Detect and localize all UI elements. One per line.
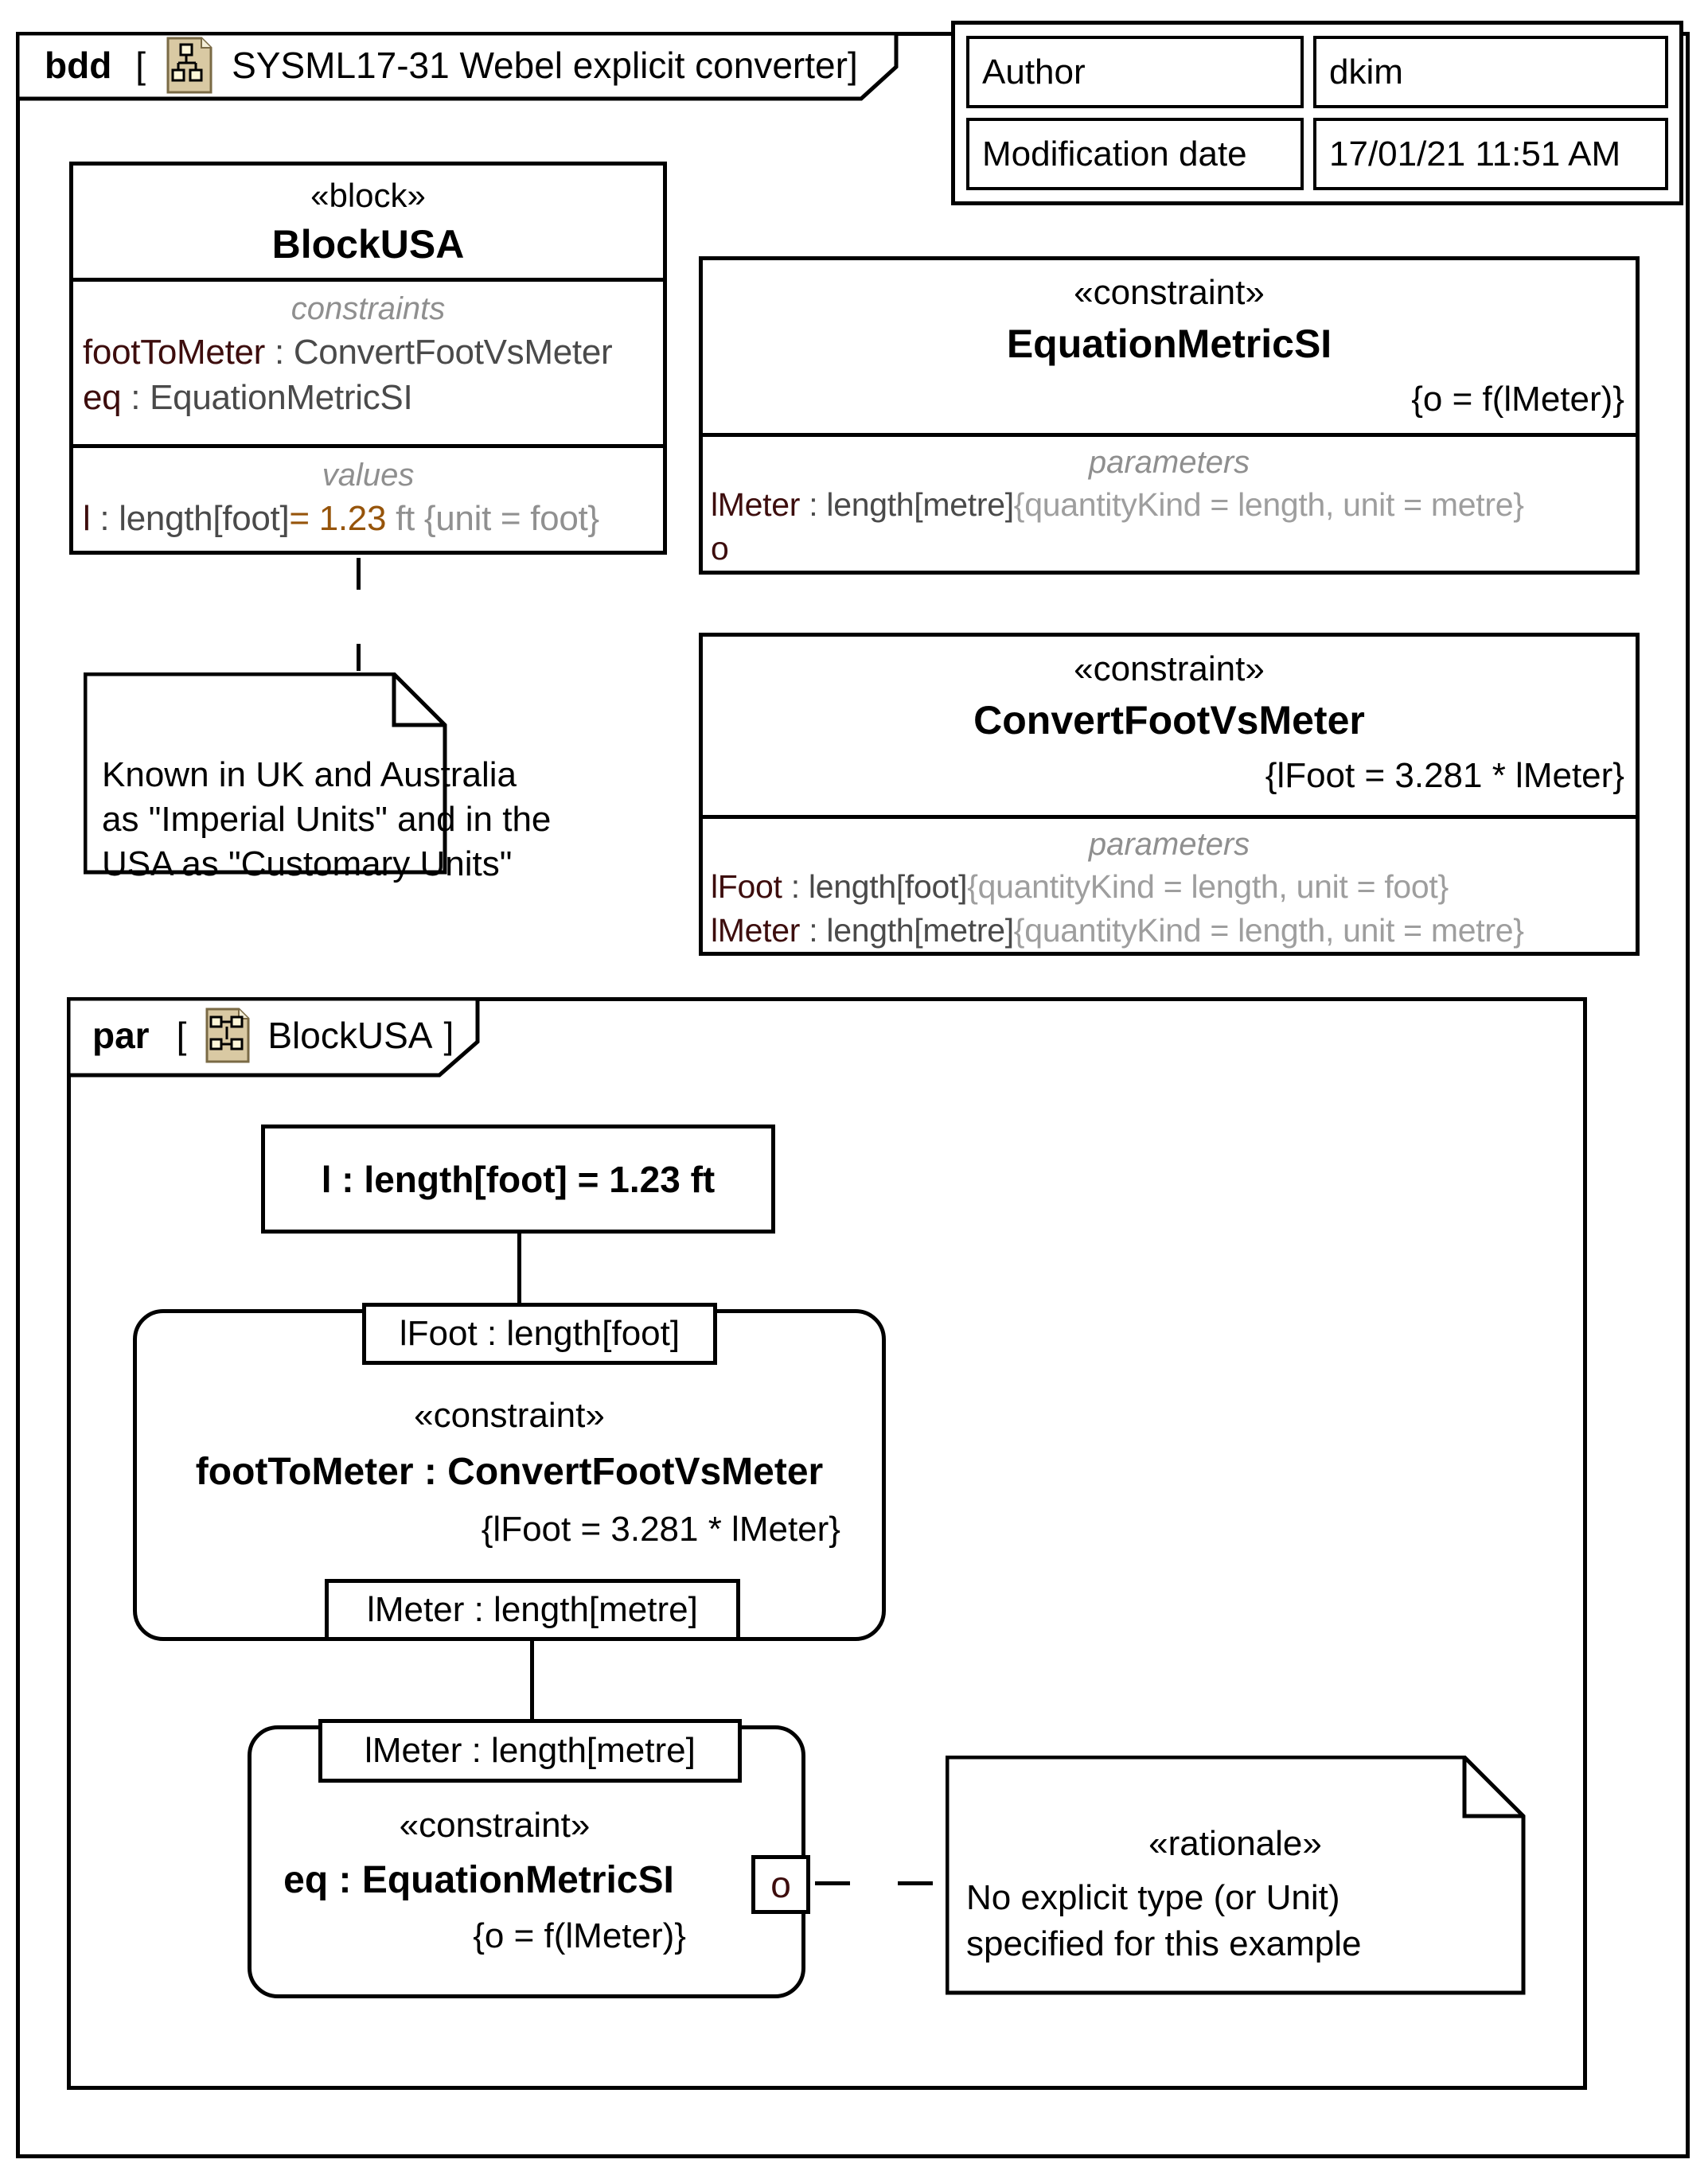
info-value-modification-date: 17/01/21 11:51 AM xyxy=(1313,118,1668,190)
eq-usage-expression: {o = f(lMeter)} xyxy=(473,1916,686,1955)
info-label-modification-date: Modification date xyxy=(966,118,1304,190)
par-diagram-icon xyxy=(205,1008,250,1063)
par-frame-tab xyxy=(67,997,480,1078)
block-usa[interactable]: «block» BlockUSA constraints footToMeter… xyxy=(69,162,667,555)
eq-usage-name: eq : EquationMetricSI xyxy=(283,1859,674,1901)
diagram-info-table[interactable]: Author dkim Modification date 17/01/21 1… xyxy=(951,21,1683,205)
info-value-author: dkim xyxy=(1313,36,1668,108)
foot-to-meter-expression: {lFoot = 3.281 * lMeter} xyxy=(481,1510,840,1549)
rationale-stereotype: «rationale» xyxy=(1148,1824,1322,1863)
block-usa-header: «block» BlockUSA xyxy=(73,166,663,278)
parameters-compartment-label: parameters xyxy=(1088,445,1250,480)
par-frame-close-bracket: ] xyxy=(443,1015,454,1056)
note-units-text: Known in UK and Australia as "Imperial U… xyxy=(102,755,552,883)
equation-metric-si-name: EquationMetricSI xyxy=(1006,322,1332,366)
bdd-frame-title: SYSML17-31 Webel explicit converter xyxy=(232,45,848,86)
equation-metric-si-parameters-compartment: parameters lMeter : length[metre]{quanti… xyxy=(703,433,1636,571)
bdd-frame-open-bracket: [ xyxy=(135,45,146,86)
parameter-lmeter: lMeter : length[metre]{quantityKind = le… xyxy=(711,486,1524,523)
value-property-l: l : length[foot]= 1.23 ft {unit = foot} xyxy=(83,499,599,538)
equation-metric-si-expression: {o = f(lMeter)} xyxy=(1411,380,1624,419)
block-usa-name: BlockUSA xyxy=(271,221,465,267)
constraint-property-foot-to-meter: footToMeter : ConvertFootVsMeter xyxy=(83,333,613,372)
bdd-diagram-icon xyxy=(166,37,213,94)
convert-foot-vs-meter-name: ConvertFootVsMeter xyxy=(973,698,1365,743)
foot-to-meter-name: footToMeter : ConvertFootVsMeter xyxy=(195,1451,824,1493)
par-frame-border xyxy=(67,997,1587,2090)
convert-foot-vs-meter-header: «constraint» ConvertFootVsMeter {lFoot =… xyxy=(703,637,1636,815)
block-usa-stereotype: «block» xyxy=(310,176,426,214)
constraint-parameter-pin-lmeter-out[interactable]: lMeter : length[metre] xyxy=(325,1579,740,1641)
equation-metric-si-stereotype: «constraint» xyxy=(1074,273,1265,312)
constraint-block-equation-metric-si[interactable]: «constraint» EquationMetricSI {o = f(lMe… xyxy=(699,256,1640,575)
eq-usage-stereotype: «constraint» xyxy=(399,1806,591,1845)
parameter-o: o xyxy=(711,530,729,567)
parameters-compartment-label: parameters xyxy=(1088,827,1250,862)
rationale-note-shape[interactable] xyxy=(946,1756,1527,1996)
bdd-frame-tab xyxy=(16,32,899,101)
constraint-parameter-port-o[interactable]: o xyxy=(751,1855,810,1914)
equation-metric-si-header: «constraint» EquationMetricSI {o = f(lMe… xyxy=(703,260,1636,433)
bdd-frame-header: bdd [ SYSML17-31 Webel explicit converte… xyxy=(16,32,858,99)
note-units-shape[interactable] xyxy=(84,672,448,875)
note-anchor-connector[interactable] xyxy=(357,558,361,671)
parameter-lmeter: lMeter : length[metre]{quantityKind = le… xyxy=(711,912,1524,949)
convert-foot-vs-meter-stereotype: «constraint» xyxy=(1074,649,1265,688)
convert-foot-vs-meter-parameters-compartment: parameters lFoot : length[foot]{quantity… xyxy=(703,815,1636,952)
par-frame-open-bracket: [ xyxy=(176,1015,187,1056)
binding-connector-l-to-lfoot[interactable] xyxy=(517,1234,521,1307)
rationale-anchor-connector[interactable] xyxy=(815,1881,946,1885)
par-frame-title: BlockUSA xyxy=(267,1015,433,1056)
bdd-frame-close-bracket: ] xyxy=(847,45,858,86)
par-value-box-l[interactable]: l : length[foot] = 1.23 ft xyxy=(261,1125,775,1234)
par-frame-kind: par xyxy=(92,1015,150,1056)
convert-foot-vs-meter-expression: {lFoot = 3.281 * lMeter} xyxy=(1265,756,1624,795)
info-label-author: Author xyxy=(966,36,1304,108)
constraint-parameter-pin-lmeter-in[interactable]: lMeter : length[metre] xyxy=(318,1719,742,1783)
bdd-frame-kind: bdd xyxy=(45,45,112,86)
par-value-box-label: l : length[foot] = 1.23 ft xyxy=(321,1158,716,1200)
constraints-compartment-label: constraints xyxy=(291,291,446,326)
constraint-parameter-pin-lfoot[interactable]: lFoot : length[foot] xyxy=(362,1303,717,1365)
values-compartment-label: values xyxy=(322,458,415,493)
block-usa-values-compartment: values l : length[foot]= 1.23 ft {unit =… xyxy=(73,444,663,541)
parameter-lfoot: lFoot : length[foot]{quantityKind = leng… xyxy=(711,868,1449,905)
par-frame-header: par [ BlockUSA ] xyxy=(67,997,454,1074)
binding-connector-lmeter-to-lmeter[interactable] xyxy=(530,1641,534,1725)
rationale-note-content: «rationale» No explicit type (or Unit) s… xyxy=(946,1824,1525,1967)
block-usa-constraints-compartment: constraints footToMeter : ConvertFootVsM… xyxy=(73,278,663,444)
foot-to-meter-stereotype: «constraint» xyxy=(414,1396,605,1435)
constraint-block-convert-foot-vs-meter[interactable]: «constraint» ConvertFootVsMeter {lFoot =… xyxy=(699,633,1640,956)
constraint-property-eq: eq : EquationMetricSI xyxy=(83,378,413,417)
